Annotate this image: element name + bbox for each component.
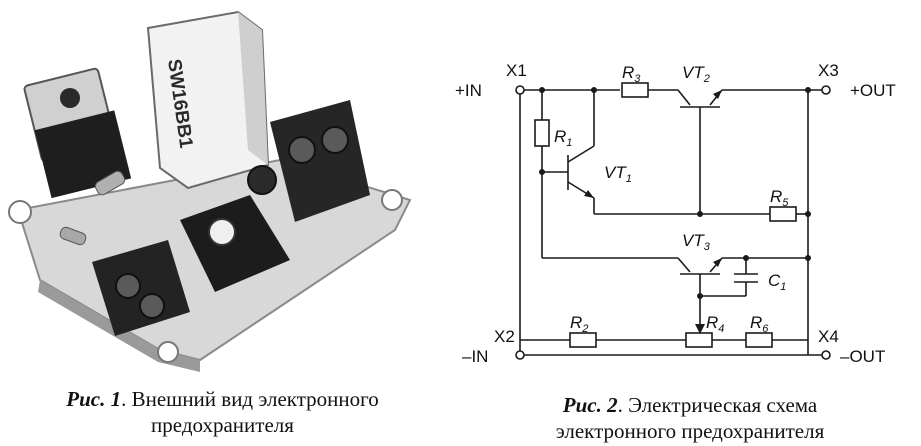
resistor-r1	[534, 119, 550, 147]
capacitor	[247, 165, 277, 195]
terminal-x4	[821, 350, 831, 360]
resistor-r2	[569, 332, 597, 348]
terminal-screw	[321, 126, 349, 154]
label-c1: C1	[768, 271, 786, 293]
label-vt3: VT3	[682, 231, 711, 253]
label-r5: R5	[770, 187, 789, 209]
label-r6: R6	[750, 313, 769, 335]
junction	[805, 87, 811, 93]
trimmer-knob	[208, 218, 236, 246]
relay-side	[238, 12, 268, 165]
figure-2-caption: Рис. 2. Электрическая схема электронного…	[470, 392, 910, 444]
vt2-emitter-arrow	[713, 90, 722, 99]
trimmer-block	[180, 195, 290, 292]
resistor-r6	[745, 332, 773, 348]
terminal-screw	[288, 136, 316, 164]
junction	[805, 255, 811, 261]
label-vt1: VT1	[604, 163, 632, 185]
terminal-block-left	[92, 240, 190, 336]
pcb-board-edge	[38, 280, 200, 372]
junction	[697, 211, 703, 217]
figure-1-caption-line-2: предохранителя	[151, 413, 294, 437]
label-r4: R4	[706, 313, 724, 335]
r4-wiper-arrow	[695, 324, 705, 334]
label-minus-out: –OUT	[840, 347, 885, 366]
mount-hole	[157, 341, 179, 363]
vt3-collector	[677, 257, 691, 273]
label-plus-in: +IN	[455, 81, 482, 100]
terminal-x2	[515, 350, 525, 360]
resistor-part	[59, 226, 87, 246]
label-plus-out: +OUT	[850, 81, 896, 100]
mount-hole	[8, 200, 32, 224]
label-x4: X4	[818, 327, 839, 346]
label-r3: R3	[622, 63, 641, 85]
figure-2-caption-text: . Электрическая схема	[617, 393, 818, 417]
figure-2-caption-line-1: Рис. 2. Электрическая схема	[470, 392, 910, 418]
junction	[697, 293, 703, 299]
vt3-emitter-arrow	[713, 258, 722, 267]
resistor-r4	[685, 332, 713, 348]
resistor-r3	[621, 82, 649, 98]
figure-2-number: Рис. 2	[562, 393, 618, 417]
label-x3: X3	[818, 61, 839, 80]
label-r2: R2	[570, 313, 588, 335]
label-x1: X1	[506, 61, 527, 80]
label-r1: R1	[554, 127, 572, 149]
resistor-part	[94, 170, 126, 196]
figure-1-caption: Рис. 1. Внешний вид электронного предохр…	[10, 386, 435, 438]
terminal-screw	[115, 273, 141, 299]
label-x2: X2	[494, 327, 515, 346]
label-vt2: VT2	[682, 63, 710, 85]
junction	[805, 211, 811, 217]
resistor-r5	[769, 206, 797, 222]
figure-2-caption-line-2: электронного предохранителя	[555, 419, 825, 443]
figure-1-caption-text: . Внешний вид электронного	[121, 387, 379, 411]
label-minus-in: –IN	[462, 347, 488, 366]
vt1-collector	[567, 145, 595, 163]
mount-hole	[381, 189, 403, 211]
junction	[591, 87, 597, 93]
vt1-emitter-arrow	[584, 190, 594, 198]
figure-1-number: Рис. 1	[66, 387, 122, 411]
terminal-x3	[821, 85, 831, 95]
terminal-x1	[515, 85, 525, 95]
transistor-hole	[60, 88, 80, 108]
terminal-screw	[139, 293, 165, 319]
figure-1-caption-line-1: Рис. 1. Внешний вид электронного	[10, 386, 435, 412]
vt2-collector	[677, 89, 691, 106]
